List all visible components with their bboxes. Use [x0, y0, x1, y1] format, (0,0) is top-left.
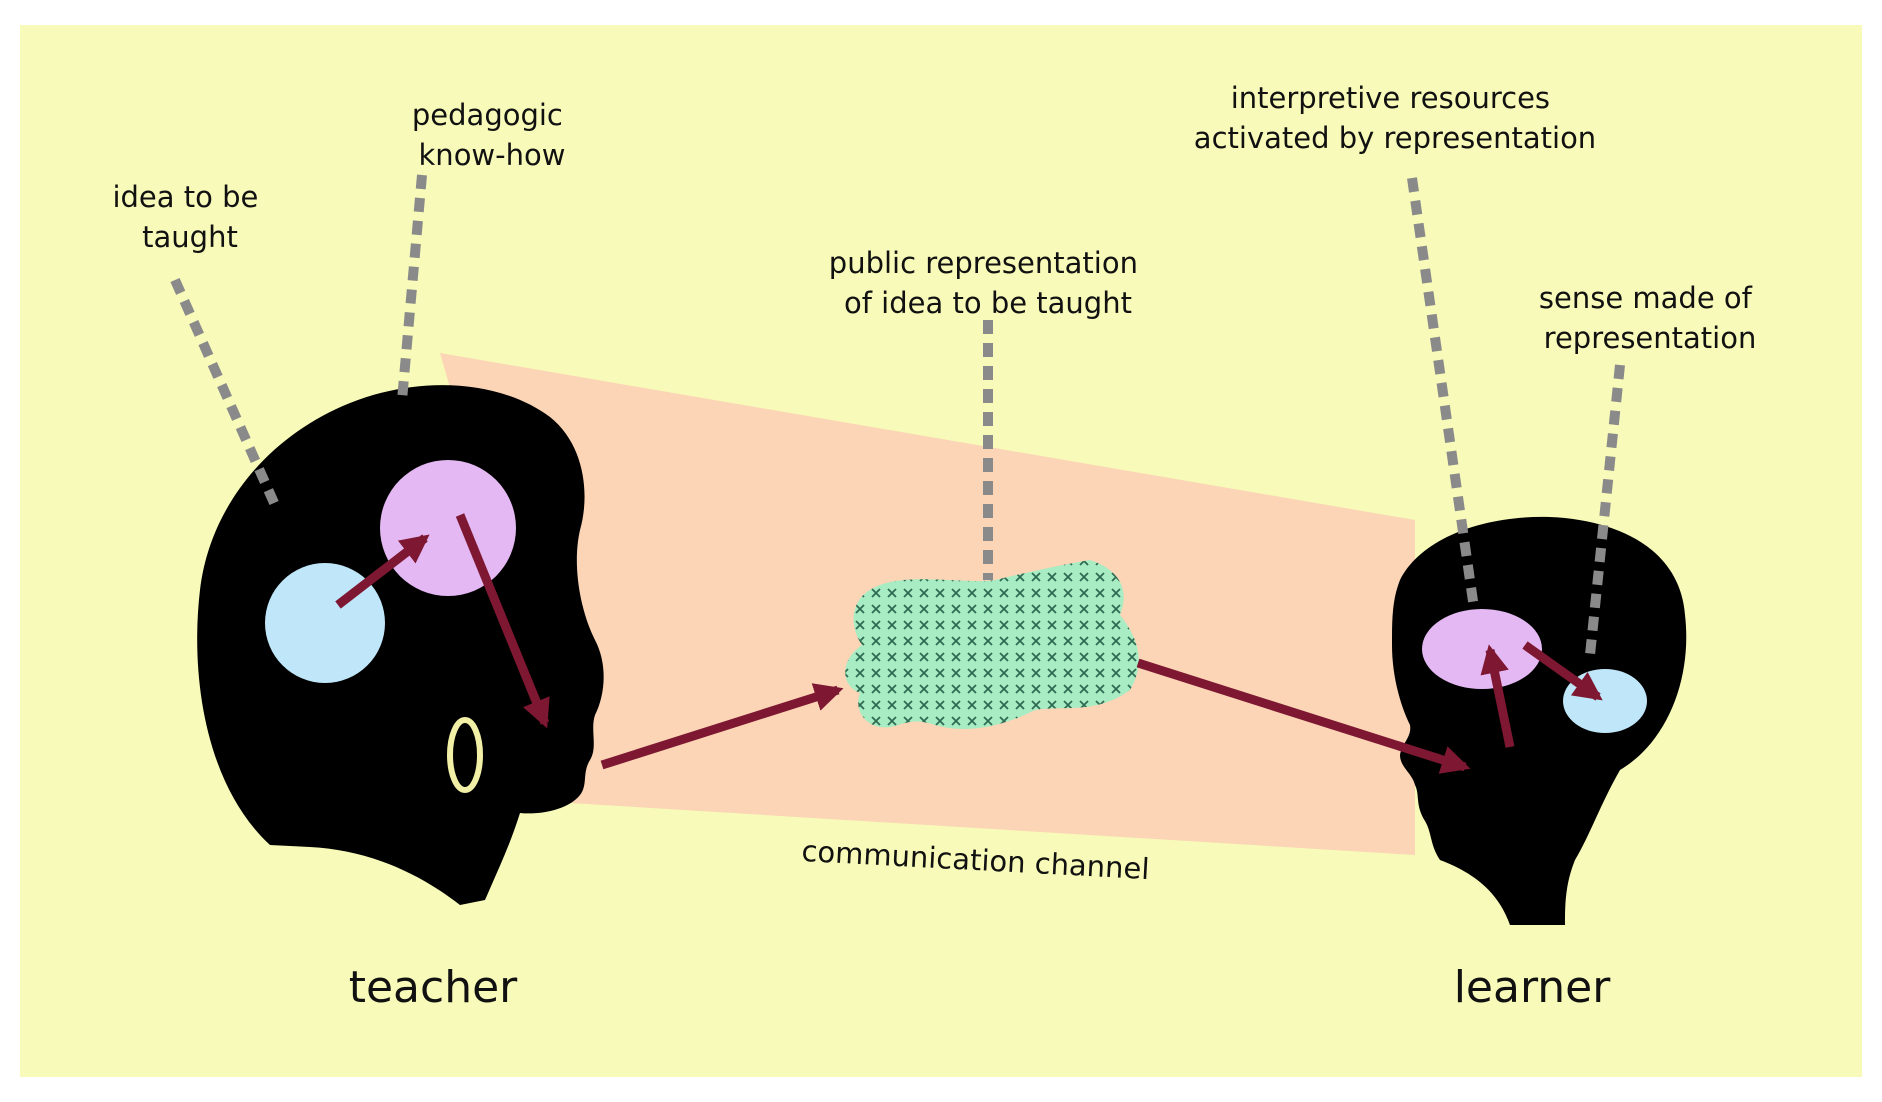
label-knowhow-line1: pedagogic	[412, 98, 563, 132]
arrow-idea-to-knowhow	[335, 534, 430, 609]
label-sense-line2: representation	[1544, 321, 1757, 355]
label-teacher: teacher	[349, 962, 518, 1013]
label-public-representation-line1: public representation	[829, 246, 1138, 280]
communication-diagram: idea to be taught pedagogic know-how pub…	[20, 25, 1862, 1077]
label-learner: learner	[1454, 962, 1612, 1013]
arrow-representation-to-learner	[1136, 658, 1471, 774]
label-knowhow: pedagogic know-how	[412, 98, 572, 172]
label-idea-line1: idea to be	[112, 180, 258, 214]
label-public-representation-line2: of idea to be taught	[844, 286, 1132, 320]
connector-sense	[1585, 364, 1625, 656]
knowhow-bubble	[380, 460, 516, 596]
arrow-mouth-to-representation	[600, 683, 844, 770]
label-interpretive-resources: interpretive resources activated by repr…	[1194, 81, 1596, 155]
earring-icon	[447, 717, 483, 793]
connector-resources	[1407, 177, 1480, 616]
label-idea-line2: taught	[142, 220, 238, 254]
diagram-panel: idea to be taught pedagogic know-how pub…	[20, 25, 1862, 1077]
public-representation-cloud	[845, 560, 1139, 730]
connector-knowhow	[397, 174, 427, 401]
label-public-representation: public representation of idea to be taug…	[829, 246, 1147, 320]
arrow-knowhow-to-mouth	[455, 513, 550, 729]
connector-idea	[170, 277, 280, 508]
label-resources-line2: activated by representation	[1194, 121, 1596, 155]
arrow-resources-to-sense	[1522, 641, 1603, 701]
label-sense-made: sense made of representation	[1539, 281, 1761, 355]
label-resources-line1: interpretive resources	[1231, 81, 1550, 115]
label-idea: idea to be taught	[112, 180, 267, 254]
label-sense-line1: sense made of	[1539, 281, 1753, 315]
label-knowhow-line2: know-how	[419, 138, 566, 172]
arrow-learner-to-resources	[1480, 644, 1515, 748]
